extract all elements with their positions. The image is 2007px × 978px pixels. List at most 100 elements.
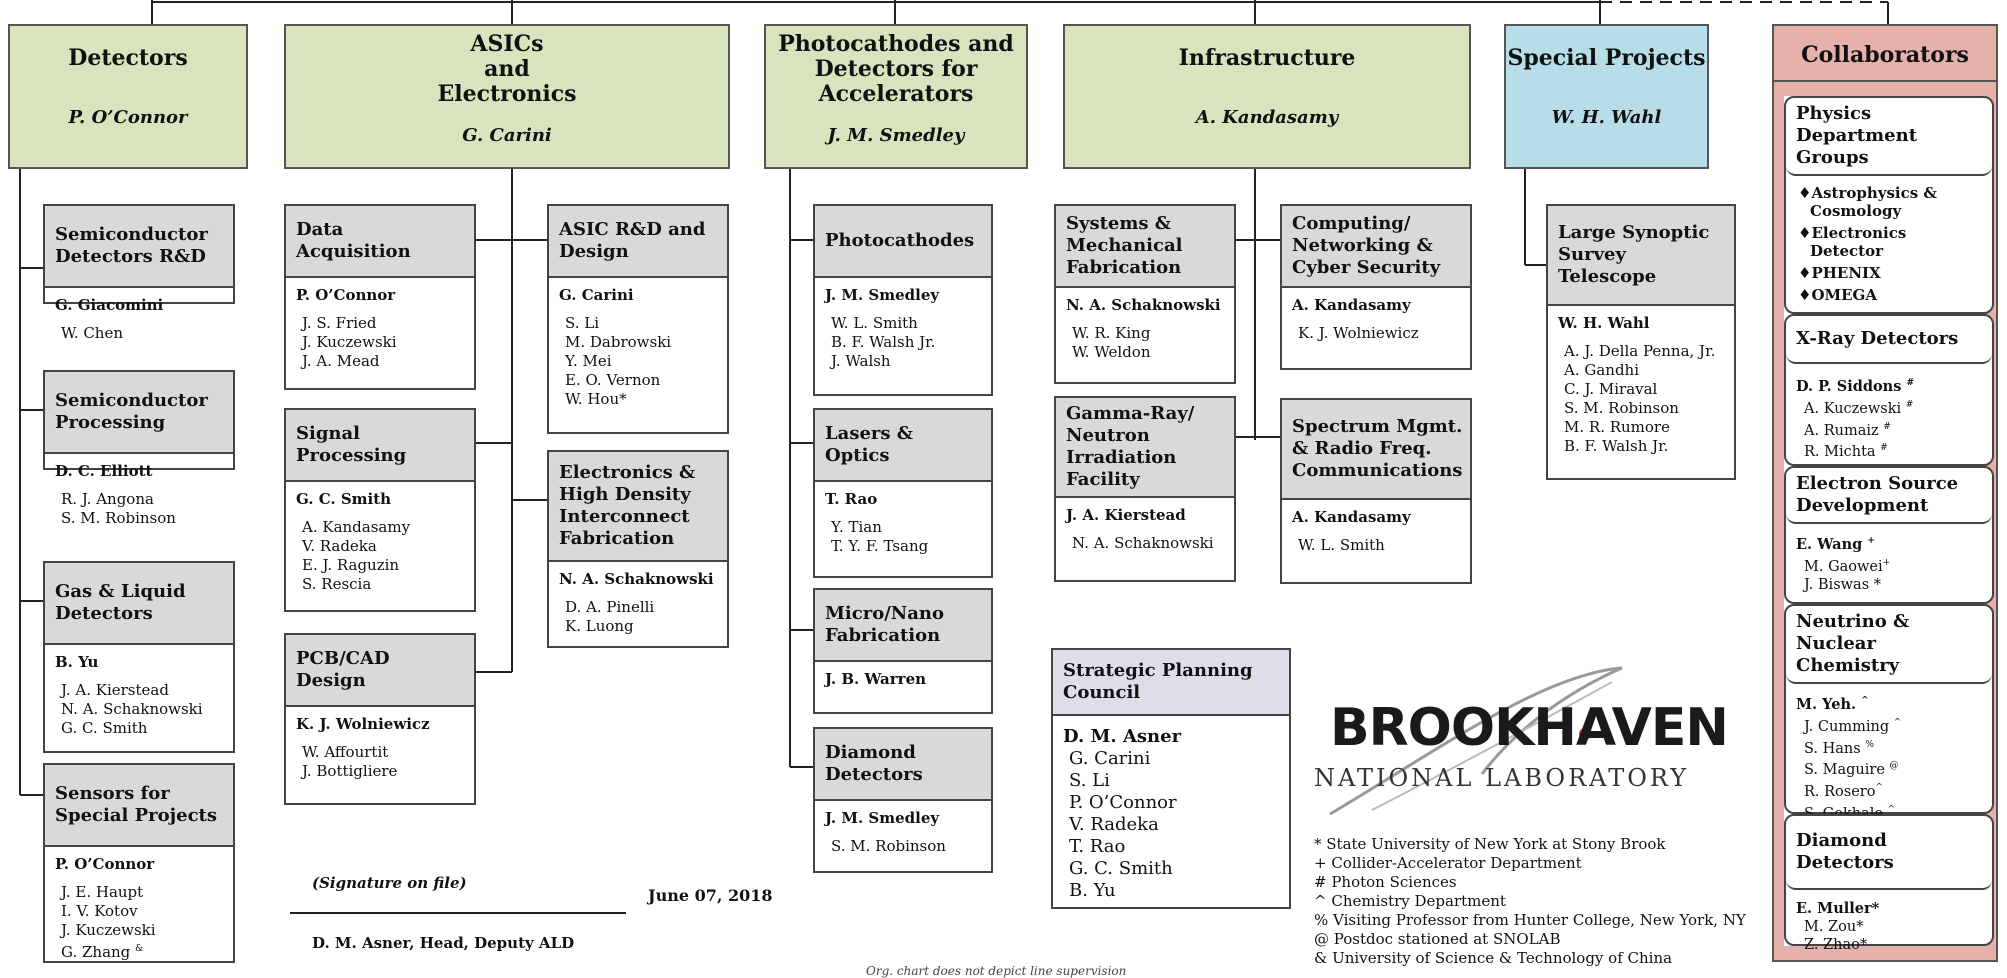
infra-title: Infrastructure — [1178, 45, 1356, 71]
collab-electron-source: Electron Source Development E. Wang + M.… — [1784, 466, 1994, 604]
group-gas: Gas & Liquid Detectors B. Yu J. A. Kierste… — [43, 561, 235, 753]
member-name: S. M. Robinson — [831, 837, 946, 855]
member-name: T. Y. F. Tsang — [831, 537, 929, 555]
special-leader: W. H. Wahl — [1551, 107, 1662, 128]
photocathodes-division: Photocathodes and Detectors for Accelera… — [764, 24, 1028, 169]
special-projects-division: Special Projects W. H. Wahl — [1504, 24, 1709, 169]
group-lead: P. O’Connor — [55, 855, 155, 873]
group-lead: J. M. Smedley — [825, 809, 940, 827]
member-name: A. Gandhi — [1564, 361, 1640, 379]
group-title: Systems & Mechanical Fabrication — [1056, 206, 1234, 288]
group-lead: N. A. Schaknowski — [559, 570, 714, 588]
member-name: Y. Mei — [565, 352, 612, 370]
group-lead: B. Yu — [55, 653, 99, 671]
affiliation-legend: * State University of New York at Stony … — [1314, 835, 1746, 968]
group-lead: A. Kandasamy — [1292, 508, 1411, 526]
group-lead: P. O’Connor — [296, 286, 396, 304]
member-name: G. C. Smith — [61, 719, 148, 737]
legend-item: # Photon Sciences — [1314, 873, 1457, 891]
group-pcb: PCB/CAD Design K. J. Wolniewicz W. Affourt… — [284, 633, 476, 805]
member-name: J. Bottigliere — [302, 762, 398, 780]
group-title: Signal Processing — [286, 410, 474, 482]
group-title: Electronics & High Density Interconnect … — [549, 452, 727, 562]
group-lead: N. A. Schaknowski — [1066, 296, 1221, 314]
detectors-title: Detectors — [68, 45, 188, 71]
member-name: B. F. Walsh Jr. — [831, 333, 936, 351]
member-name: W. Hou* — [565, 390, 627, 408]
collaborators-title: Collaborators — [1774, 26, 1996, 82]
group-lead: J. B. Warren — [825, 670, 927, 688]
legend-item: + Collider-Accelerator Department — [1314, 854, 1582, 872]
member-name: J. Kuczewski — [61, 921, 156, 939]
member-name: M. Dabrowski — [565, 333, 672, 351]
group-sysmech: Systems & Mechanical Fabrication N. A. Sc… — [1054, 204, 1236, 384]
group-lead: D. C. Elliott — [55, 462, 153, 480]
infrastructure-division: Infrastructure A. Kandasamy — [1063, 24, 1471, 169]
signature-date: June 07, 2018 — [648, 886, 773, 905]
member-name: K. J. Wolniewicz — [1298, 324, 1419, 342]
group-title: Gamma-Ray/ Neutron Irradiation Facility — [1056, 398, 1234, 498]
strategic-planning-council: Strategic Planning Council D. M. Asner G… — [1051, 648, 1291, 909]
member-name: J. A. Kierstead — [61, 681, 169, 699]
logo-subtitle: NATIONAL LABORATORY — [1314, 764, 1690, 792]
strategic-title: Strategic Planning Council — [1053, 650, 1289, 716]
group-title: PCB/CAD Design — [286, 635, 474, 707]
member-name: N. A. Schaknowski — [61, 700, 203, 718]
group-lead: K. J. Wolniewicz — [296, 715, 430, 733]
member-name: J. Kuczewski — [302, 333, 397, 351]
collab-xray-title: X-Ray Detectors — [1786, 316, 1992, 364]
photo-title-1: Photocathodes and — [778, 31, 1014, 57]
group-title: Photocathodes — [815, 206, 991, 278]
group-title: Spectrum Mgmt. & Radio Freq. Communicati… — [1282, 400, 1470, 500]
signature-name: D. M. Asner, Head, Deputy ALD — [312, 934, 575, 952]
group-title: Semiconductor Processing — [45, 372, 233, 454]
member-name: E. O. Vernon — [565, 371, 661, 389]
member-name: W. Chen — [61, 324, 124, 342]
group-title: Diamond Detectors — [815, 729, 991, 801]
member-name: Y. Tian — [831, 518, 882, 536]
detectors-division: Detectors P. O’Connor — [8, 24, 248, 169]
member-name: W. Affourtit — [302, 743, 389, 761]
legend-item: % Visiting Professor from Hunter College… — [1314, 911, 1746, 929]
group-title: Gas & Liquid Detectors — [45, 563, 233, 645]
member-name: M. R. Rumore — [1564, 418, 1670, 436]
group-lead: J. M. Smedley — [825, 286, 940, 304]
group-hdi: Electronics & High Density Interconnect … — [547, 450, 729, 648]
asics-title-3: Electronics — [437, 81, 577, 107]
member-name: D. A. Pinelli — [565, 598, 655, 616]
member-name: W. L. Smith — [1298, 536, 1385, 554]
member-name: S. Li — [565, 314, 600, 332]
collab-xray: X-Ray Detectors D. P. Siddons # A. Kucze… — [1784, 314, 1994, 466]
group-lead: G. Giacomini — [55, 296, 164, 314]
asics-leader: G. Carini — [462, 125, 552, 146]
group-diamond: Diamond Detectors J. M. Smedley S. M. Robi… — [813, 727, 993, 873]
member-name: W. R. King — [1072, 324, 1151, 342]
member-name: J. S. Fried — [302, 314, 377, 332]
member-name: C. J. Miraval — [1564, 380, 1658, 398]
legend-item: & University of Science & Technology of … — [1314, 949, 1673, 967]
group-lead: W. H. Wahl — [1558, 314, 1650, 332]
list-item: ♦Electronics Detector — [1798, 224, 1907, 260]
collab-neutrino-title: Neutrino & Nuclear Chemistry — [1786, 606, 1992, 684]
footer-note: Org. chart does not depict line supervis… — [866, 964, 1127, 978]
collab-diamond: Diamond Detectors E. Muller* M. Zou* Z. … — [1784, 814, 1994, 953]
infra-leader: A. Kandasamy — [1195, 107, 1339, 128]
member-name: W. Weldon — [1072, 343, 1151, 361]
member-name: K. Luong — [565, 617, 634, 635]
strategic-lead: D. M. Asner — [1063, 726, 1182, 747]
signature-line — [290, 912, 626, 914]
member-name: A. J. Della Penna, Jr. — [1564, 342, 1716, 360]
group-title: Data Acquisition — [286, 206, 474, 278]
member-name: V. Radeka — [302, 537, 377, 555]
member-name: B. F. Walsh Jr. — [1564, 437, 1669, 455]
collab-physics-title: Physics Department Groups — [1786, 98, 1992, 176]
